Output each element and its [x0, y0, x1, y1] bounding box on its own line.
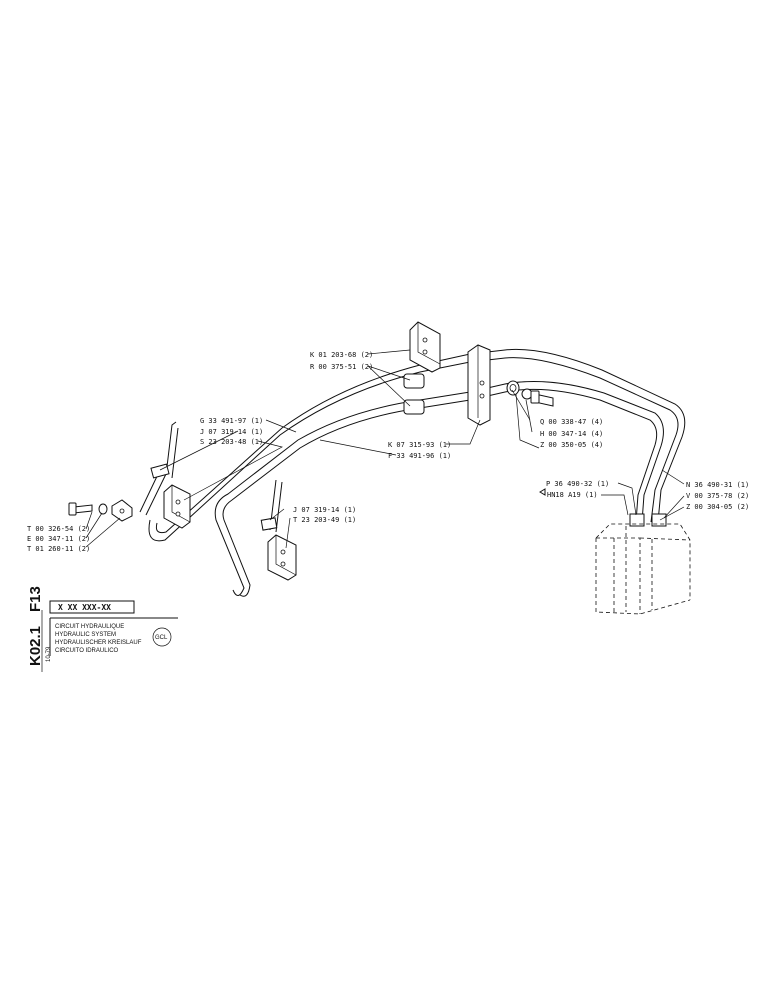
- callout-z00-304-05: Z 00 304-05 (2): [686, 503, 749, 511]
- callout-t00-326-54: T 00 326-54 (2): [27, 525, 90, 533]
- pipe-assembly: [139, 348, 686, 597]
- callout-h00-347-14: H 00 347-14 (4): [540, 430, 603, 438]
- sheet-codes: F13 K02.1 10-79: [27, 586, 52, 672]
- clamp-left: [163, 484, 191, 529]
- title-en: HYDRAULIC SYSTEM: [55, 632, 116, 638]
- manufacturer-logo: GCL: [155, 635, 168, 641]
- valve-block: [595, 523, 691, 615]
- callout-e00-347-11: E 00 347-11 (2): [27, 535, 90, 543]
- title-it: CIRCUITO IDRAULICO: [55, 648, 119, 654]
- callout-f33-491-96: F 33 491-96 (1): [388, 452, 451, 460]
- group-code: F13: [27, 586, 44, 612]
- callout-n36-490-31: N 36 490-31 (1): [686, 481, 749, 489]
- callout-t23-203-49: T 23 203-49 (1): [293, 516, 356, 524]
- callout-r00-375-51: R 00 375-51 (2): [310, 363, 373, 371]
- title-de: HYDRAULISCHER KREISLAUF: [55, 640, 142, 646]
- callout-labels: K 01 203-68 (2) R 00 375-51 (2) G 33 491…: [27, 351, 749, 553]
- callout-q00-338-47: Q 00 338-47 (4): [540, 418, 603, 426]
- callout-t01-260-11: T 01 260-11 (2): [27, 545, 90, 553]
- clamp-right: [267, 534, 297, 581]
- callout-k01-203-68: K 01 203-68 (2): [310, 351, 373, 359]
- washer-and-bolt: [506, 380, 554, 407]
- leader-lines: [85, 349, 685, 549]
- callout-p36-490-32: P 36 490-32 (1): [546, 480, 609, 488]
- callout-hn18-a19: HN18 A19 (1): [547, 491, 598, 499]
- callout-s23-203-48: S 23 203-48 (1): [200, 438, 263, 446]
- clamp-top: [409, 321, 441, 373]
- callout-j07-319-14-a: J 07 319-14 (1): [200, 428, 263, 436]
- mounting-plate: [467, 344, 491, 426]
- title-block: X XX XXX-XX CIRCUIT HYDRAULIQUE HYDRAULI…: [49, 600, 178, 656]
- callout-k07-315-93: K 07 315-93 (1): [388, 441, 451, 449]
- page-code: K02.1: [27, 626, 44, 666]
- title-part-number: X XX XXX-XX: [58, 603, 111, 612]
- callout-v00-375-78: V 00 375-78 (2): [686, 492, 749, 500]
- callout-z00-350-05: Z 00 350-05 (4): [540, 441, 603, 449]
- callout-g33-491-97: G 33 491-97 (1): [200, 417, 263, 425]
- sheet-date: 10-79: [46, 646, 52, 662]
- title-fr: CIRCUIT HYDRAULIQUE: [55, 624, 124, 630]
- left-bolt-group: [68, 499, 133, 522]
- callout-j07-319-14-b: J 07 319-14 (1): [293, 506, 356, 514]
- hn18-marker-icon: [539, 488, 546, 496]
